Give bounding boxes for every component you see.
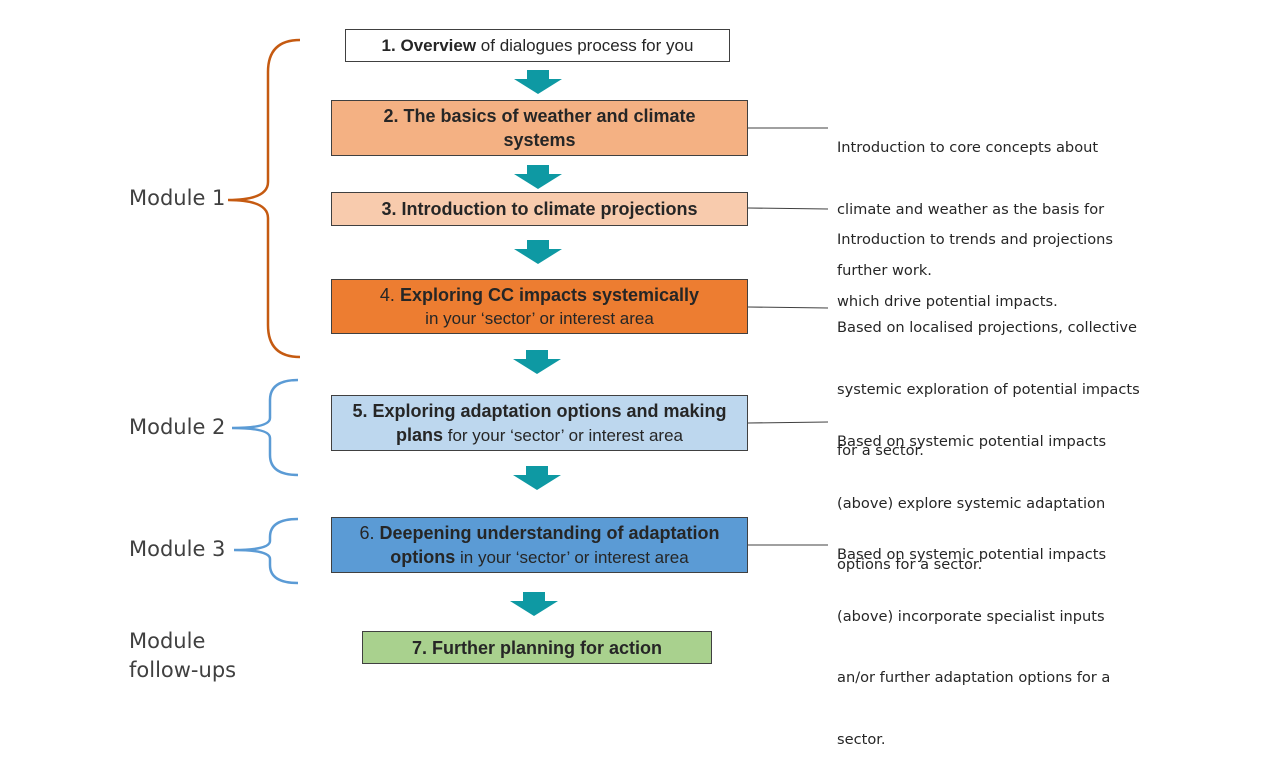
step-4-subtitle: in your ‘sector’ or interest area bbox=[425, 308, 654, 328]
down-arrow-icon bbox=[510, 592, 558, 616]
module-2-bracket-icon bbox=[231, 378, 299, 477]
step-5-rest-2: for your ‘sector’ or interest area bbox=[443, 425, 683, 445]
step-4-description: Based on localised projections, collecti… bbox=[837, 319, 1140, 459]
module-3-bracket-icon bbox=[233, 517, 299, 585]
step-6-rest-2: in your ‘sector’ or interest area bbox=[455, 547, 689, 567]
step-4-title: Exploring CC impacts systemically bbox=[394, 284, 700, 305]
step-6-bold-2: options bbox=[390, 546, 456, 567]
step-7-title: 7. Further planning for action bbox=[411, 637, 662, 658]
down-arrow-icon bbox=[514, 70, 562, 94]
module-followups-label: Module follow-ups bbox=[129, 629, 237, 682]
step-2-basics-box: 2. The basics of weather and climate sys… bbox=[331, 100, 748, 156]
step-2-line-1: 2. The basics of weather and climate bbox=[383, 106, 696, 126]
step-5-adaptation-box: 5. Exploring adaptation options and maki… bbox=[331, 395, 748, 451]
down-arrow-icon bbox=[514, 240, 562, 264]
step-6-description: Based on systemic potential impacts (abo… bbox=[837, 546, 1111, 748]
connector-line bbox=[747, 207, 829, 210]
module-1-label: Module 1 bbox=[129, 186, 226, 210]
module-3-label: Module 3 bbox=[129, 537, 226, 561]
step-4-number: 4. bbox=[379, 284, 395, 305]
step-1-overview-box: 1. Overview of dialogues process for you bbox=[345, 29, 730, 62]
step-6-deepening-box: 6. Deepening understanding of adaptation… bbox=[331, 517, 748, 573]
diagram-graphics bbox=[227, 38, 829, 616]
down-arrow-icon bbox=[513, 466, 561, 490]
down-arrow-icon bbox=[514, 165, 562, 189]
step-5-bold-2: plans bbox=[396, 424, 444, 445]
step-5-description: Based on systemic potential impacts (abo… bbox=[837, 433, 1107, 573]
step-5-line-1: 5. Exploring adaptation options and maki… bbox=[352, 400, 727, 421]
step-2-description: Introduction to core concepts about clim… bbox=[837, 139, 1105, 279]
step-3-title: 3. Introduction to climate projections bbox=[381, 199, 698, 219]
step-1-title: Overview bbox=[400, 35, 477, 55]
step-2-line-2: systems bbox=[503, 130, 576, 150]
connector-line bbox=[747, 306, 829, 309]
module-1-bracket-icon bbox=[227, 38, 301, 359]
step-1-rest: of dialogues process for you bbox=[476, 35, 694, 55]
step-6-number: 6. bbox=[359, 522, 375, 543]
step-7-planning-box: 7. Further planning for action bbox=[362, 631, 712, 664]
step-3-projections-box: 3. Introduction to climate projections bbox=[331, 192, 748, 226]
module-2-label: Module 2 bbox=[129, 415, 226, 439]
step-6-bold-1: Deepening understanding of adaptation bbox=[374, 522, 720, 543]
step-1-number: 1. bbox=[381, 35, 396, 55]
connector-line bbox=[747, 421, 829, 424]
step-3-description: Introduction to trends and projections w… bbox=[837, 231, 1114, 310]
step-4-impacts-box: 4. Exploring CC impacts systemically in … bbox=[331, 279, 748, 334]
down-arrow-icon bbox=[513, 350, 561, 374]
